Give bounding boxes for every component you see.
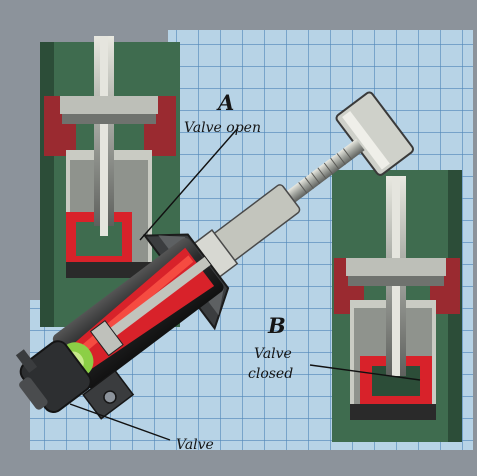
callout-letter-b: B [267,313,286,338]
callout-letter-a: A [216,90,234,115]
callout-caption-closed: closed [248,366,293,382]
callout-caption-valve-open: Valve open [184,120,261,136]
strut-assembly [15,91,414,420]
inset-valve-open [40,36,180,327]
inset-valve-closed [332,170,462,442]
leader-lines [69,127,421,441]
callout-caption-valve: Valve [254,346,292,362]
callout-caption-base-valve: Valve [176,437,214,453]
